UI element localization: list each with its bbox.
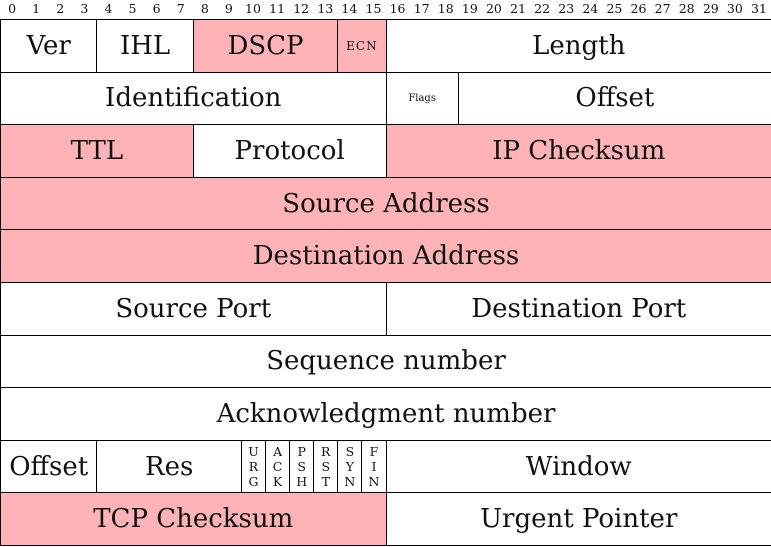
field-label: Flags [408,92,436,104]
field-ihl: IHL [96,19,194,73]
bit-number: 24 [582,1,599,16]
bit-number: 16 [389,1,406,16]
field-acknowledgment-number: Acknowledgment number [0,387,771,441]
bit-number: 7 [176,1,185,16]
bit-number: 26 [630,1,647,16]
field-label: Identification [105,83,282,114]
bit-number: 11 [269,1,286,16]
bit-number: 21 [510,1,526,16]
field-label: Destination Address [252,241,520,272]
field-res: Res [96,439,242,494]
field-identification: Identification [0,71,387,126]
bit-number: 18 [437,1,454,16]
field-label: Protocol [234,135,345,166]
field-label: Urgent Pointer [480,504,678,535]
field-offset: Offset [457,71,771,126]
field-label: Source Port [115,293,272,324]
bit-number: 6 [152,1,161,16]
field-label: IP Checksum [492,135,666,166]
bit-number: 27 [654,1,671,16]
bit-number: 19 [461,1,478,16]
bit-number: 20 [485,1,502,16]
field-label: Offset [9,451,89,482]
field-source-port: Source Port [0,282,387,336]
bit-number: 14 [341,1,358,16]
field-label: Window [525,451,632,482]
field-tcp-offset: Offset [0,439,98,494]
field-label: Offset [575,83,655,114]
field-window: Window [385,439,771,494]
bit-number: 4 [104,1,113,16]
field-destination-address: Destination Address [0,229,771,283]
bit-number: 29 [702,1,719,16]
bit-number: 8 [200,1,209,16]
bit-number: 3 [80,1,89,16]
field-label: TTL [70,135,124,166]
field-label: TCP Checksum [93,504,294,535]
field-ttl: TTL [0,124,194,178]
field-label: ECN [346,38,378,53]
bit-number: 31 [751,1,767,16]
field-ver: Ver [0,19,98,73]
field-label: Length [532,30,626,61]
field-ip-checksum: IP Checksum [385,124,771,178]
field-protocol: Protocol [192,124,387,178]
field-tcp-checksum: TCP Checksum [0,492,387,546]
bit-number: 17 [413,1,430,16]
bit-number: 22 [534,1,551,16]
bit-number: 23 [558,1,575,16]
field-flags: Flags [385,71,459,126]
field-label: Acknowledgment number [216,398,556,429]
bit-number: 13 [317,1,334,16]
bit-number: 5 [128,1,137,16]
field-label: Sequence number [266,346,506,377]
bit-number: 28 [678,1,695,16]
bit-number: 25 [606,1,623,16]
bit-number: 2 [56,1,65,16]
field-urgent-pointer: Urgent Pointer [385,492,771,546]
field-ecn: ECN [337,19,387,73]
bit-number: 10 [245,1,261,16]
field-source-address: Source Address [0,176,771,231]
field-length: Length [385,19,771,73]
field-label: Destination Port [471,293,687,324]
bit-number: 30 [726,1,743,16]
bit-number: 0 [8,1,17,16]
field-label: Source Address [282,188,490,219]
field-dscp: DSCP [192,19,339,73]
bit-number: 12 [293,1,310,16]
field-label: Res [145,451,194,482]
field-destination-port: Destination Port [385,282,771,336]
field-label: Ver [26,30,71,61]
bit-number: 1 [32,1,41,16]
field-label: DSCP [227,30,304,61]
field-label: IHL [119,30,171,61]
bit-number: 15 [365,1,382,16]
field-sequence-number: Sequence number [0,334,771,389]
bit-number: 9 [224,1,233,16]
